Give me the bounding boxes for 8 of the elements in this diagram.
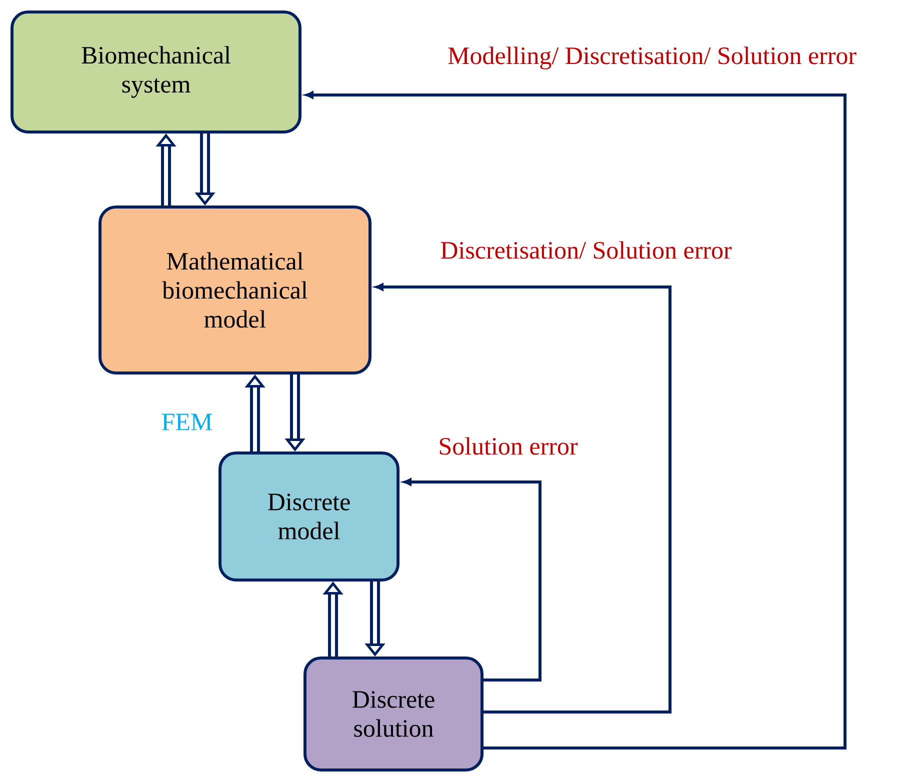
process-box: Discrete model	[218, 452, 400, 582]
edge-label: Discretisation/ Solution error	[440, 241, 732, 259]
method-label: FEM	[162, 414, 212, 430]
process-box: Biomechanical system	[10, 10, 302, 134]
edge-label: Solution error	[440, 437, 578, 455]
edge-label: Modelling/ Discretisation/ Solution error	[448, 46, 856, 70]
process-box: Mathematical biomechanical model	[98, 206, 372, 374]
process-box: Discrete solution	[304, 656, 484, 772]
